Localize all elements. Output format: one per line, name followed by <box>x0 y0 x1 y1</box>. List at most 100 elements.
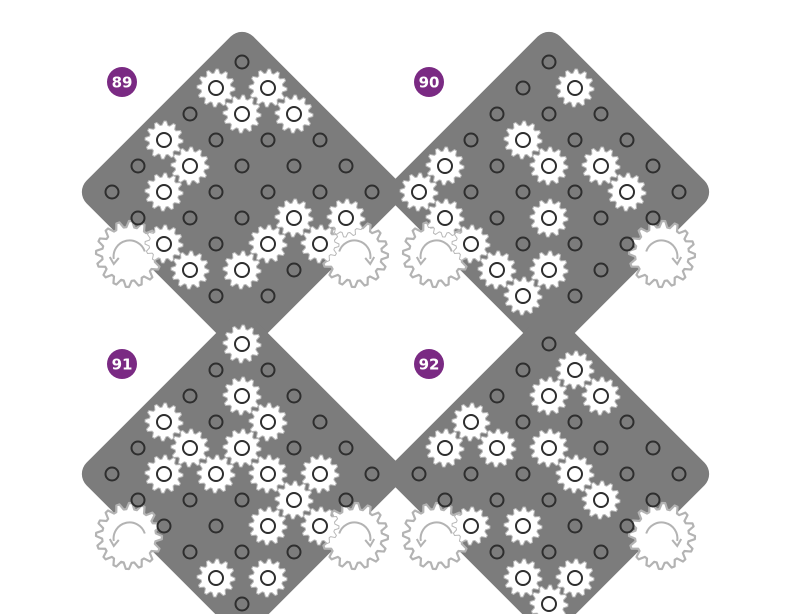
peg-hole-icon <box>156 518 172 534</box>
peg-hole-icon <box>286 440 302 456</box>
peg-hole-icon <box>619 236 635 252</box>
peg-hole-icon <box>567 236 583 252</box>
gear-icon <box>425 146 465 186</box>
gear-icon <box>222 250 262 290</box>
rotation-arrow-icon <box>338 239 372 260</box>
gear-icon <box>399 172 439 212</box>
peg-hole-icon <box>182 106 198 122</box>
peg-hole-icon <box>104 466 120 482</box>
peg-hole-icon <box>567 288 583 304</box>
gear-icon <box>555 68 595 108</box>
peg-hole-icon <box>489 106 505 122</box>
peg-hole-icon <box>286 388 302 404</box>
gear-hub <box>156 466 172 482</box>
peg-hole-icon <box>541 336 557 352</box>
gear-icon <box>451 402 491 442</box>
gear-icon <box>274 94 314 134</box>
gear-icon <box>451 506 491 546</box>
peg-hole-icon <box>541 492 557 508</box>
rotation-arrow-icon <box>419 239 453 260</box>
peg-hole-icon <box>286 544 302 560</box>
peg-hole-icon <box>593 544 609 560</box>
puzzle-number-badge <box>107 349 137 379</box>
gear-icon <box>248 224 288 264</box>
peg-hole-icon <box>208 132 224 148</box>
peg-hole-icon <box>645 440 661 456</box>
gear-hub <box>593 158 609 174</box>
gear-hub <box>208 570 224 586</box>
peg-hole-icon <box>645 210 661 226</box>
peg-hole-icon <box>286 262 302 278</box>
gear-hub <box>541 262 557 278</box>
gear-hub <box>541 158 557 174</box>
peg-hole-icon <box>364 184 380 200</box>
gear-hub <box>619 184 635 200</box>
gear-icon <box>144 172 184 212</box>
peg-hole-icon <box>130 210 146 226</box>
game-board <box>81 313 403 614</box>
right-driver-gear-icon <box>627 219 697 289</box>
gear-icon <box>607 172 647 212</box>
gear-hub <box>286 106 302 122</box>
peg-hole-icon <box>515 80 531 96</box>
peg-hole-icon <box>182 492 198 508</box>
peg-hole-icon <box>104 184 120 200</box>
gear-hub <box>234 262 250 278</box>
peg-hole-icon <box>463 466 479 482</box>
peg-hole-icon <box>182 388 198 404</box>
gear-hub <box>541 440 557 456</box>
peg-hole-icon <box>489 210 505 226</box>
peg-hole-icon <box>208 288 224 304</box>
gear-icon <box>300 454 340 494</box>
gear-icon <box>248 506 288 546</box>
gear-icon <box>144 224 184 264</box>
gear-icon <box>222 324 262 364</box>
puzzle-90: 90 <box>388 31 710 353</box>
gear-hub <box>437 440 453 456</box>
gear-icon <box>170 428 210 468</box>
gear-icon <box>144 454 184 494</box>
peg-hole-icon <box>489 158 505 174</box>
puzzle-92: 92 <box>388 313 710 614</box>
gear-hub <box>541 596 557 612</box>
peg-hole-icon <box>567 184 583 200</box>
gear-icon <box>222 94 262 134</box>
gear-hub <box>182 440 198 456</box>
puzzle-89: 89 <box>81 31 403 353</box>
gear-icon <box>529 584 569 614</box>
peg-hole-icon <box>208 362 224 378</box>
gear-icon <box>94 501 164 571</box>
peg-hole-icon <box>411 466 427 482</box>
gear-hub <box>515 288 531 304</box>
gear-icon <box>248 68 288 108</box>
gear-hub <box>234 336 250 352</box>
gear-icon <box>581 376 621 416</box>
gear-hub <box>156 414 172 430</box>
gear-icon <box>274 198 314 238</box>
gear-icon <box>627 219 697 289</box>
rotation-arrowhead-icon <box>108 538 120 548</box>
gear-hub <box>156 236 172 252</box>
gear-icon <box>425 198 465 238</box>
rotation-arrowhead-icon <box>415 538 427 548</box>
peg-hole-icon <box>619 466 635 482</box>
gear-icon <box>248 454 288 494</box>
rotation-arrowhead-icon <box>671 256 683 266</box>
gear-hub <box>260 80 276 96</box>
peg-hole-icon <box>593 210 609 226</box>
peg-hole-icon <box>338 440 354 456</box>
gear-hub <box>489 440 505 456</box>
gear-hub <box>156 184 172 200</box>
left-driver-gear-icon <box>94 501 164 571</box>
gear-hub <box>541 210 557 226</box>
peg-hole-icon <box>260 184 276 200</box>
gear-hub <box>593 492 609 508</box>
puzzle-number-label: 92 <box>419 356 440 374</box>
peg-hole-icon <box>234 210 250 226</box>
gear-hub <box>234 440 250 456</box>
gear-hub <box>234 106 250 122</box>
gear-hub <box>260 466 276 482</box>
peg-hole-icon <box>541 544 557 560</box>
